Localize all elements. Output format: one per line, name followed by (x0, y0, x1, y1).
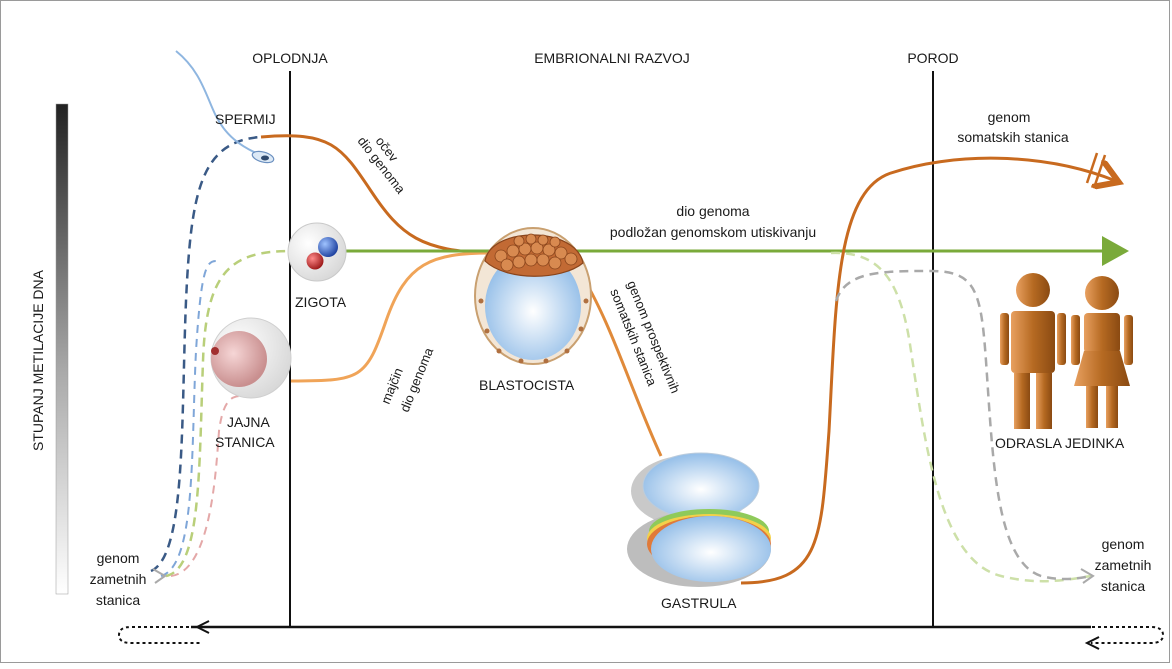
methylation-scale-bar (55, 103, 69, 595)
timeline-arrow-left (194, 620, 210, 634)
germline-descent-green (830, 251, 1092, 583)
germ-right-label-line3: stanica (1101, 578, 1146, 594)
somatic-genome-curve (740, 156, 1116, 585)
somatic-break-mark-1 (1085, 152, 1099, 184)
maternal-genome-curve (290, 251, 492, 383)
timeline-arrow-right (1084, 636, 1100, 650)
phase-fertilization: OPLODNJA (252, 50, 328, 66)
germ-right-label-line2: zametnih (1095, 557, 1152, 573)
somatic-label-line1: genom (988, 109, 1031, 125)
maternal-label-line2: dio genoma (397, 345, 437, 414)
germ-right-label-line1: genom (1102, 536, 1145, 552)
phase-embryonic-development: EMBRIONALNI RAZVOJ (534, 50, 690, 66)
zygote-label: ZIGOTA (295, 294, 347, 310)
timeline-loop-left (117, 626, 201, 644)
germ-left-label-line1: genom (97, 550, 140, 566)
imprinted-label-line2: podložan genomskom utiskivanju (610, 224, 816, 240)
egg-label-line1: JAJNA (227, 414, 270, 430)
adult-female-icon (1071, 276, 1133, 428)
y-axis-label: STUPANJ METILACIJE DNA (30, 269, 46, 451)
phase-birth: POROD (907, 50, 958, 66)
egg-icon (210, 317, 292, 399)
zygote-germline-curve-green (165, 249, 292, 578)
imprinted-label-line1: dio genoma (676, 203, 749, 219)
sperm-germline-curve (150, 135, 262, 573)
germ-left-label-line2: zametnih (90, 571, 147, 587)
gastrula-icon (627, 452, 771, 587)
blastocyst-label: BLASTOCISTA (479, 377, 575, 393)
somatic-break-mark-2 (1093, 154, 1107, 186)
adult-male-icon (1000, 273, 1066, 429)
germ-arrow-left (152, 568, 167, 584)
paternal-genome-curve (260, 134, 492, 255)
timeline-loop-right (1086, 626, 1165, 644)
blastocyst-icon (474, 227, 592, 365)
sperm-icon (175, 50, 275, 164)
gastrula-label: GASTRULA (661, 595, 737, 611)
egg-label-line2: STANICA (215, 434, 275, 450)
germ-arrow-right (1080, 568, 1095, 584)
egg-germline-curve-pink (170, 395, 242, 577)
adult-label: ODRASLA JEDINKA (995, 435, 1125, 451)
sperm-label: SPERMIJ (215, 111, 276, 127)
germline-descent-grey (834, 269, 1092, 581)
zygote-icon (287, 222, 347, 282)
egg-germline-curve-blue (160, 260, 217, 577)
germ-left-label-line3: stanica (96, 592, 141, 608)
somatic-label-line2: somatskih stanica (957, 129, 1068, 145)
